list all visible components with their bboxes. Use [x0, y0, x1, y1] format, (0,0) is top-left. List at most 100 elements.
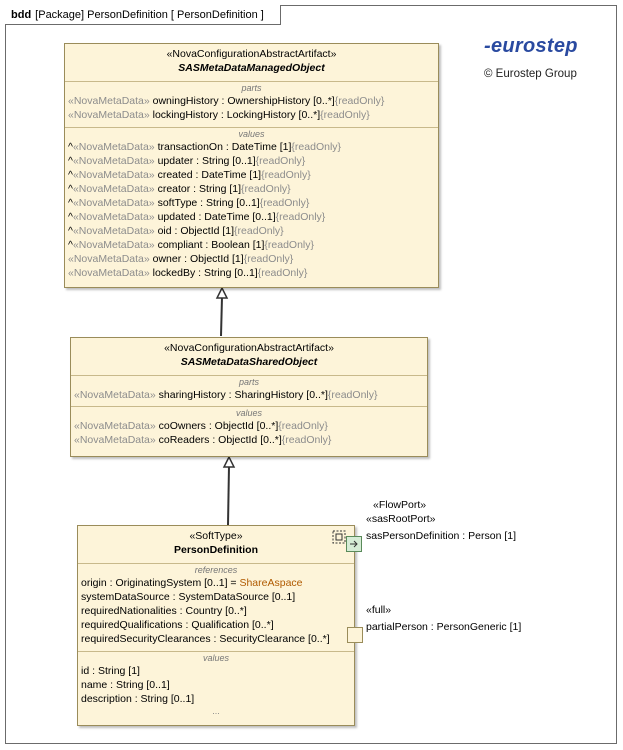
property-type: : SharingHistory [0..*] — [225, 389, 328, 401]
property-type: : DateTime [0..1] — [195, 211, 276, 223]
property-row[interactable]: ^«NovaMetaData» created : DateTime [1]{r… — [65, 168, 438, 182]
property-row[interactable]: ^«NovaMetaData» oid : ObjectId [1]{readO… — [65, 224, 438, 238]
property-row[interactable]: ^«NovaMetaData» updated : DateTime [0..1… — [65, 210, 438, 224]
property-modifier: {readOnly} — [257, 267, 308, 279]
property-name: lockingHistory — [149, 109, 218, 121]
value-type: : String [0..1] — [107, 679, 170, 691]
internal-structure-icon — [332, 530, 346, 544]
copyright-text: © Eurostep Group — [484, 68, 577, 80]
property-stereotype: «NovaMetaData» — [72, 169, 155, 181]
value-row[interactable]: id : String [1] — [78, 664, 354, 678]
reference-type: : OriginatingSystem [0..1] = — [106, 577, 240, 589]
reference-name: requiredNationalities — [81, 605, 177, 617]
property-name: compliant — [154, 239, 203, 251]
value-row[interactable]: description : String [0..1] — [78, 692, 354, 706]
property-name: sharingHistory — [155, 389, 226, 401]
reference-row[interactable]: requiredNationalities : Country [0..*] — [78, 604, 354, 618]
reference-row[interactable]: requiredQualifications : Qualification [… — [78, 618, 354, 632]
reference-row[interactable]: systemDataSource : SystemDataSource [0..… — [78, 590, 354, 604]
property-stereotype: «NovaMetaData» — [72, 239, 155, 251]
property-row[interactable]: «NovaMetaData» owner : ObjectId [1]{read… — [65, 252, 438, 266]
diagram-frame-tab[interactable]: bdd[Package] PersonDefinition [ PersonDe… — [5, 5, 281, 25]
reference-row[interactable]: origin : OriginatingSystem [0..1] = Shar… — [78, 576, 354, 590]
property-stereotype: «NovaMetaData» — [68, 253, 150, 265]
values-compartment-label: values — [238, 129, 265, 139]
property-name: softType — [154, 197, 198, 209]
property-type: : DateTime [1] — [222, 141, 292, 153]
property-name: oid — [154, 225, 172, 237]
property-type: : ObjectId [1] — [181, 253, 244, 265]
property-name: creator — [154, 183, 191, 195]
property-type: : String [0..1] — [195, 267, 258, 279]
generalization-line-shared-to-managed — [220, 296, 223, 337]
eurostep-logo: -eurostep — [484, 35, 578, 57]
property-name: created — [154, 169, 193, 181]
values-compartment-label: values — [235, 408, 262, 418]
property-type: : String [0..1] — [197, 197, 260, 209]
property-modifier: {readOnly} — [278, 420, 328, 432]
inherited-marker: ^ — [68, 197, 73, 209]
inherited-marker: ^ — [68, 225, 73, 237]
property-name: updater — [154, 155, 194, 167]
value-type: : String [1] — [89, 665, 140, 677]
flow-port-label: sasPersonDefinition : Person [1] — [366, 530, 516, 542]
reference-type: : Qualification [0..*] — [182, 619, 274, 631]
property-stereotype: «NovaMetaData» — [68, 267, 150, 279]
reference-default-value: ShareAspace — [239, 577, 303, 589]
property-type: : String [0..1] — [193, 155, 256, 167]
property-modifier: {readOnly} — [334, 95, 385, 107]
property-type: : String [1] — [190, 183, 242, 195]
property-stereotype: «NovaMetaData» — [74, 389, 156, 401]
property-row[interactable]: ^«NovaMetaData» compliant : Boolean [1]{… — [65, 238, 438, 252]
reference-type: : SecurityClearance [0..*] — [210, 633, 330, 645]
block-sas-metadata-shared-object[interactable]: «NovaConfigurationAbstractArtifact» SASM… — [70, 337, 428, 457]
property-name: coReaders — [155, 434, 210, 446]
values-compartment: id : String [1]name : String [0..1]descr… — [78, 664, 354, 706]
property-row[interactable]: ^«NovaMetaData» updater : String [0..1]{… — [65, 154, 438, 168]
parts-compartment: «NovaMetaData» sharingHistory : SharingH… — [71, 388, 427, 402]
property-row[interactable]: ^«NovaMetaData» softType : String [0..1]… — [65, 196, 438, 210]
flow-direction-icon — [350, 540, 358, 548]
property-type: : Boolean [1] — [202, 239, 265, 251]
value-row[interactable]: name : String [0..1] — [78, 678, 354, 692]
property-row[interactable]: «NovaMetaData» coOwners : ObjectId [0..*… — [71, 419, 427, 433]
property-modifier: {readOnly} — [291, 141, 342, 153]
property-stereotype: «NovaMetaData» — [74, 420, 156, 432]
values-compartment: «NovaMetaData» coOwners : ObjectId [0..*… — [71, 419, 427, 447]
property-modifier: {readOnly} — [259, 197, 310, 209]
parts-compartment-label: parts — [241, 83, 262, 93]
property-type: : DateTime [1] — [192, 169, 262, 181]
block-name: SASMetaDataSharedObject — [180, 356, 318, 368]
property-type: : ObjectId [0..*] — [205, 420, 279, 432]
inherited-marker: ^ — [68, 239, 73, 251]
value-name: id — [81, 665, 90, 677]
property-modifier: {readOnly} — [281, 434, 332, 446]
flow-port-sas-person-definition[interactable] — [346, 536, 362, 552]
inherited-marker: ^ — [68, 183, 73, 195]
parts-compartment-label: parts — [238, 377, 259, 387]
property-name: coOwners — [155, 420, 206, 432]
property-row[interactable]: «NovaMetaData» owningHistory : Ownership… — [65, 94, 438, 108]
property-row[interactable]: «NovaMetaData» lockingHistory : LockingH… — [65, 108, 438, 122]
reference-name: origin — [81, 577, 107, 589]
property-row[interactable]: ^«NovaMetaData» transactionOn : DateTime… — [65, 140, 438, 154]
property-stereotype: «NovaMetaData» — [72, 197, 155, 209]
property-row[interactable]: «NovaMetaData» coReaders : ObjectId [0..… — [71, 433, 427, 447]
reference-row[interactable]: requiredSecurityClearances : SecurityCle… — [78, 632, 354, 646]
block-name: SASMetaDataManagedObject — [178, 62, 325, 74]
property-modifier: {readOnly} — [234, 225, 284, 237]
property-row[interactable]: «NovaMetaData» lockedBy : String [0..1]{… — [65, 266, 438, 280]
flow-port-stereotype-1: «FlowPort» — [373, 499, 427, 511]
property-stereotype: «NovaMetaData» — [72, 211, 155, 223]
property-row[interactable]: «NovaMetaData» sharingHistory : SharingH… — [71, 388, 427, 402]
full-port-partial-person[interactable] — [347, 627, 363, 643]
property-modifier: {readOnly} — [255, 155, 306, 167]
property-row[interactable]: ^«NovaMetaData» creator : String [1]{rea… — [65, 182, 438, 196]
reference-name: requiredSecurityClearances — [81, 633, 211, 645]
block-sas-metadata-managed-object[interactable]: «NovaConfigurationAbstractArtifact» SASM… — [64, 43, 439, 288]
reference-name: requiredQualifications — [81, 619, 183, 631]
block-person-definition[interactable]: «SoftType» PersonDefinition references o… — [77, 525, 355, 726]
property-modifier: {readOnly} — [243, 253, 294, 265]
property-type: : ObjectId [1] — [171, 225, 235, 237]
property-stereotype: «NovaMetaData» — [72, 183, 155, 195]
